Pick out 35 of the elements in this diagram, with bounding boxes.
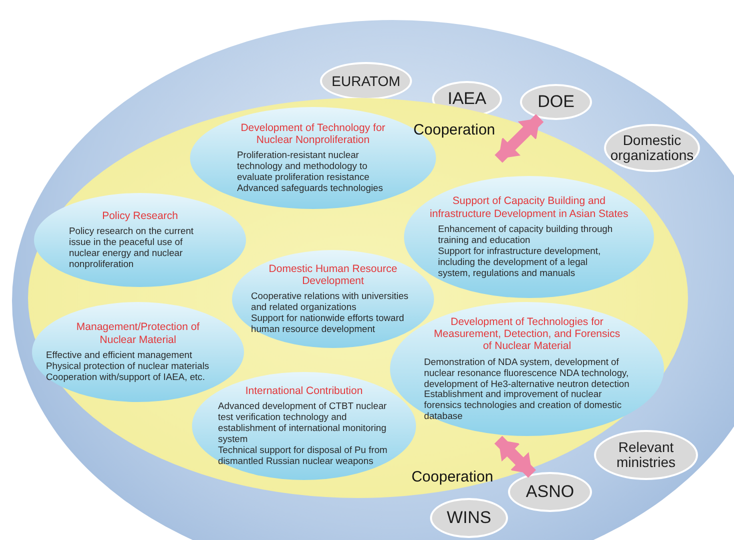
topic-heading: International Contribution — [244, 385, 364, 398]
topic-description: Proliferation-resistant nuclear technology and methodology to evaluate proliferation resistance — [237, 150, 370, 184]
topic-description: Demonstration of NDA system, development of nuclear resonance fluorescence NDA technology, development of He3-alternative neutron detection — [424, 356, 630, 390]
topic-heading: Support of Capacity Building and infrastructure Development in Asian States — [428, 195, 630, 220]
organization-name: IAEA — [448, 90, 486, 108]
organization-name: Relevant ministries — [615, 440, 677, 470]
topic-description: Support for nationwide efforts toward human resource development — [251, 313, 406, 336]
organization-oval — [508, 472, 592, 512]
organization-name: WINS — [446, 509, 492, 527]
topic-description: Technical support for disposal of Pu from dismantled Russian nuclear weapons — [218, 445, 388, 467]
topic-heading: Development of Technologies for Measurement, Detection, and Forensics of Nuclear Material — [432, 316, 622, 353]
edge-label: Cooperation — [413, 122, 496, 139]
topic-description: Support for infrastructure development, including the development of a legal system, regulations and manuals — [438, 246, 602, 279]
organization-name: EURATOM — [332, 74, 400, 88]
topic-heading: Policy Research — [101, 210, 179, 222]
topic-heading: Domestic Human Resource Development — [268, 262, 398, 288]
organization-oval — [604, 124, 700, 172]
edge-label: Cooperation — [411, 468, 494, 486]
organization-name: Domestic organizations — [609, 133, 695, 163]
topic-description: Physical protection of nuclear materials — [46, 360, 210, 372]
topic-description: Enhancement of capacity building through training and education — [438, 224, 614, 246]
topic-description: Advanced development of CTBT nuclear test verification technology and establishment of international monitoring system — [218, 401, 388, 446]
topic-description: Cooperative relations with universities and related organizations — [251, 291, 410, 314]
topic-heading: Development of Technology for Nuclear Nonproliferation — [240, 122, 386, 146]
double-arrow — [494, 436, 536, 478]
topic-description: Policy research on the current issue in the peaceful use of nuclear energy and nuclear nonproliferation — [69, 226, 195, 270]
topic-description: Establishment and improvement of nuclear forensics technologies and creation of domestic database — [424, 389, 623, 422]
organization-name: DOE — [538, 93, 574, 111]
topic-description: Effective and efficient management — [46, 350, 194, 361]
topic-description: Advanced safeguards technologies — [237, 183, 384, 194]
organization-name: ASNO — [526, 483, 574, 501]
topic-description: Cooperation with/support of IAEA, etc. — [46, 372, 206, 383]
organization-oval — [594, 430, 698, 480]
double-arrow — [494, 114, 544, 163]
topic-heading: Management/Protection of Nuclear Material — [75, 321, 201, 346]
